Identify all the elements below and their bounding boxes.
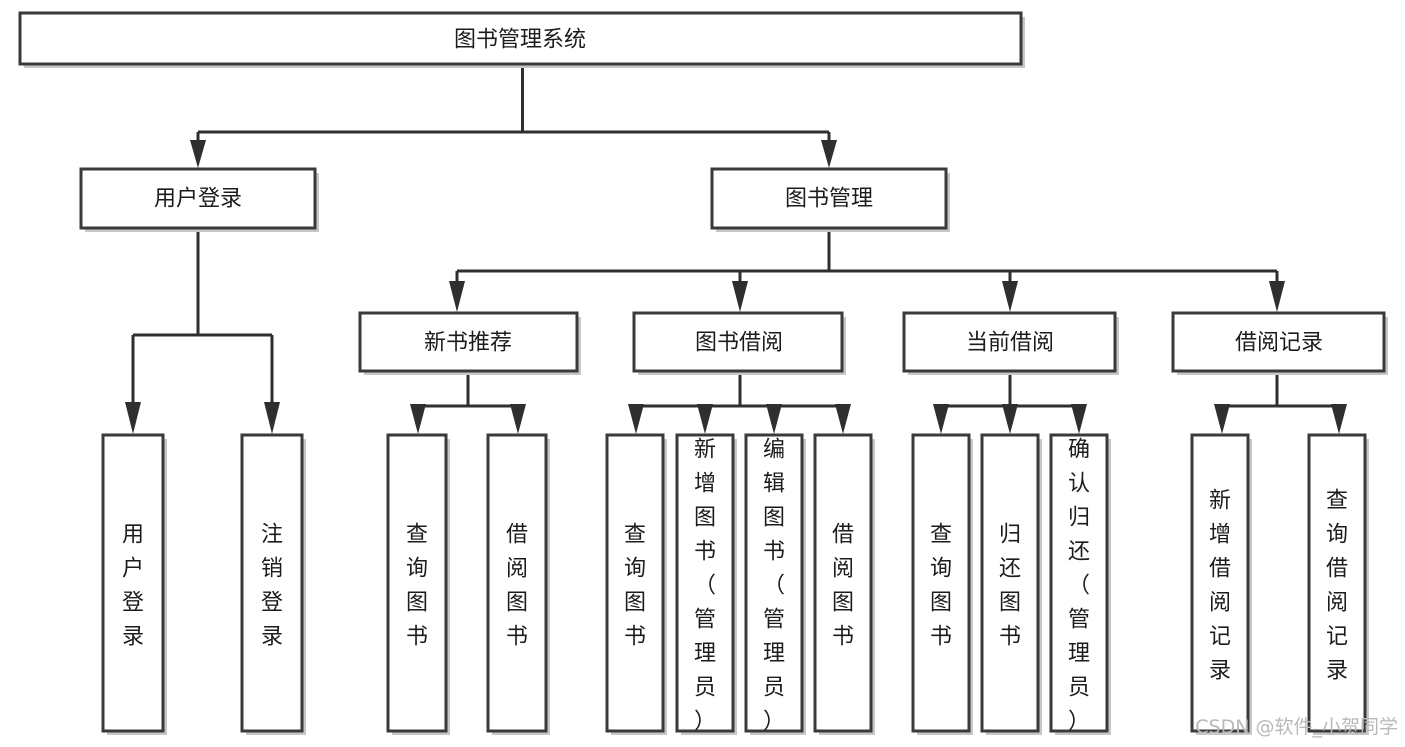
node-leaf-logout-login-label: 注销登录 (261, 523, 283, 650)
connectors-borrow-record-to-leaves (1214, 375, 1347, 434)
node-leaf-query-borrow-record-label: 查询借阅记录 (1326, 489, 1348, 684)
node-leaf-edit-book-admin-label: 编辑图书（管理员） (763, 438, 785, 735)
node-leaf-query-book-2-label: 查询图书 (624, 523, 646, 650)
node-new-book-recommend-label: 新书推荐 (424, 331, 512, 356)
node-borrow-record[interactable]: 借阅记录 (1171, 311, 1388, 375)
node-leaf-return-book-label: 归还图书 (999, 523, 1021, 650)
connectors-current-borrow-to-leaves (933, 375, 1087, 434)
node-leaf-confirm-return-admin[interactable]: 确认归还（管理员） (1049, 433, 1111, 735)
node-leaf-add-book-admin-label: 新增图书（管理员） (694, 438, 716, 735)
node-leaf-add-book-admin[interactable]: 新增图书（管理员） (675, 433, 737, 735)
node-leaf-query-borrow-record[interactable]: 查询借阅记录 (1307, 433, 1369, 735)
node-leaf-query-book-1[interactable]: 查询图书 (386, 433, 450, 735)
node-book-borrow[interactable]: 图书借阅 (632, 311, 846, 375)
node-leaf-logout-login[interactable]: 注销登录 (240, 433, 306, 735)
node-leaf-user-login-label: 用户登录 (122, 523, 144, 650)
node-root-label: 图书管理系统 (454, 28, 586, 53)
node-leaf-confirm-return-admin-label: 确认归还（管理员） (1068, 438, 1090, 735)
connectors-book-manage-to-level3 (449, 232, 1285, 312)
node-current-borrow[interactable]: 当前借阅 (902, 311, 1119, 375)
node-user-login[interactable]: 用户登录 (79, 167, 319, 232)
node-leaf-query-book-3-label: 查询图书 (930, 523, 952, 650)
connectors-book-borrow-to-leaves (628, 375, 851, 434)
node-book-manage-label: 图书管理 (785, 187, 873, 212)
node-leaf-query-book-2[interactable]: 查询图书 (605, 433, 667, 735)
node-leaf-borrow-book-1-label: 借阅图书 (506, 523, 528, 650)
node-leaf-add-borrow-record[interactable]: 新增借阅记录 (1190, 433, 1252, 735)
node-leaf-borrow-book-1[interactable]: 借阅图书 (486, 433, 550, 735)
node-leaf-user-login[interactable]: 用户登录 (101, 433, 167, 735)
node-current-borrow-label: 当前借阅 (966, 331, 1054, 356)
node-leaf-query-book-1-label: 查询图书 (406, 523, 428, 650)
node-borrow-record-label: 借阅记录 (1235, 331, 1323, 356)
node-book-borrow-label: 图书借阅 (695, 331, 783, 356)
node-new-book-recommend[interactable]: 新书推荐 (358, 311, 581, 375)
node-user-login-label: 用户登录 (154, 187, 242, 212)
csdn-watermark: CSDN @软件_小贺同学 (1195, 716, 1398, 738)
connectors-new-book-recommend-to-leaves (410, 375, 526, 434)
node-root[interactable]: 图书管理系统 (18, 11, 1025, 68)
node-leaf-borrow-book-2-label: 借阅图书 (832, 523, 854, 650)
connectors-user-login-to-leaves (125, 232, 280, 434)
node-leaf-query-book-3[interactable]: 查询图书 (911, 433, 973, 735)
node-leaf-return-book[interactable]: 归还图书 (980, 433, 1042, 735)
node-book-manage[interactable]: 图书管理 (710, 167, 950, 232)
node-leaf-borrow-book-2[interactable]: 借阅图书 (813, 433, 875, 735)
node-leaf-edit-book-admin[interactable]: 编辑图书（管理员） (744, 433, 806, 735)
node-leaf-add-borrow-record-label: 新增借阅记录 (1209, 489, 1231, 684)
connectors-root-to-level2 (190, 68, 837, 168)
